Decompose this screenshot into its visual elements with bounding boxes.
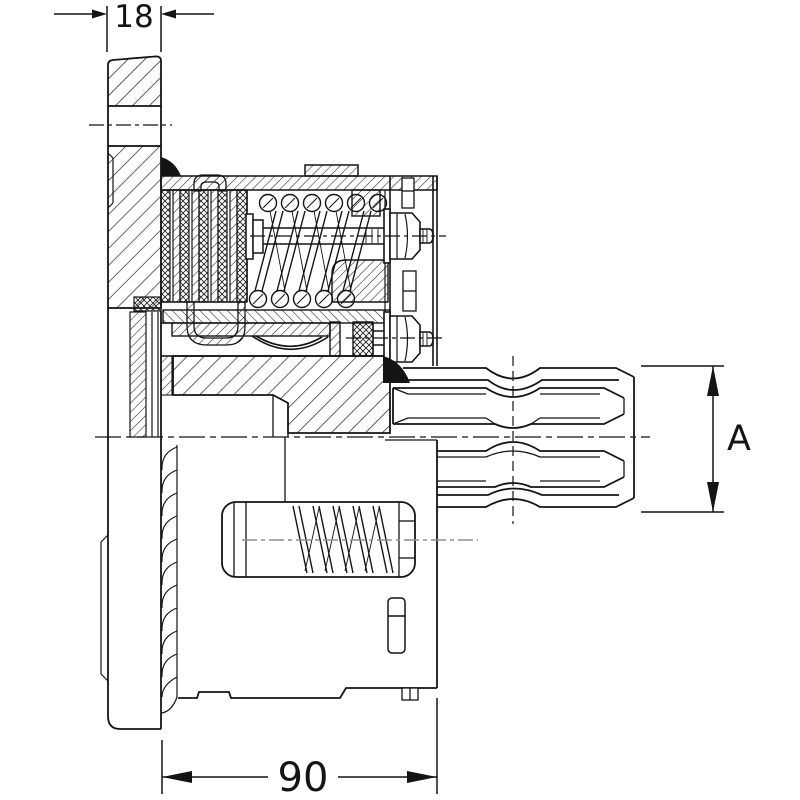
centerlines [89, 124, 650, 541]
weld-seam-shaft [383, 356, 410, 383]
clip-detail [401, 687, 419, 701]
hub-block [172, 355, 391, 437]
inspection-slot [387, 597, 406, 654]
dimension-18: 18 [54, 0, 214, 52]
hex-nut-lower [373, 311, 434, 367]
surface-arcs [161, 445, 178, 714]
spring-coil-bottom-row [248, 289, 356, 309]
spring-coil-top-row [258, 193, 388, 213]
bowed-ring [251, 335, 329, 351]
clutch-pack [160, 189, 248, 303]
flange [100, 55, 162, 730]
dimension-90: 90 [161, 698, 438, 800]
pressure-plate-bottom-bend [186, 301, 246, 346]
housing-top-plate [160, 164, 438, 191]
weld-seam-flange [161, 157, 181, 176]
dim-label-18: 18 [114, 0, 153, 35]
dimension-A: A [641, 365, 751, 513]
hub-sleeve [129, 311, 159, 438]
dim-label-A: A [727, 419, 751, 459]
bell-housing [161, 437, 438, 714]
dim-label-90: 90 [278, 755, 329, 800]
compression-spring [248, 193, 388, 309]
